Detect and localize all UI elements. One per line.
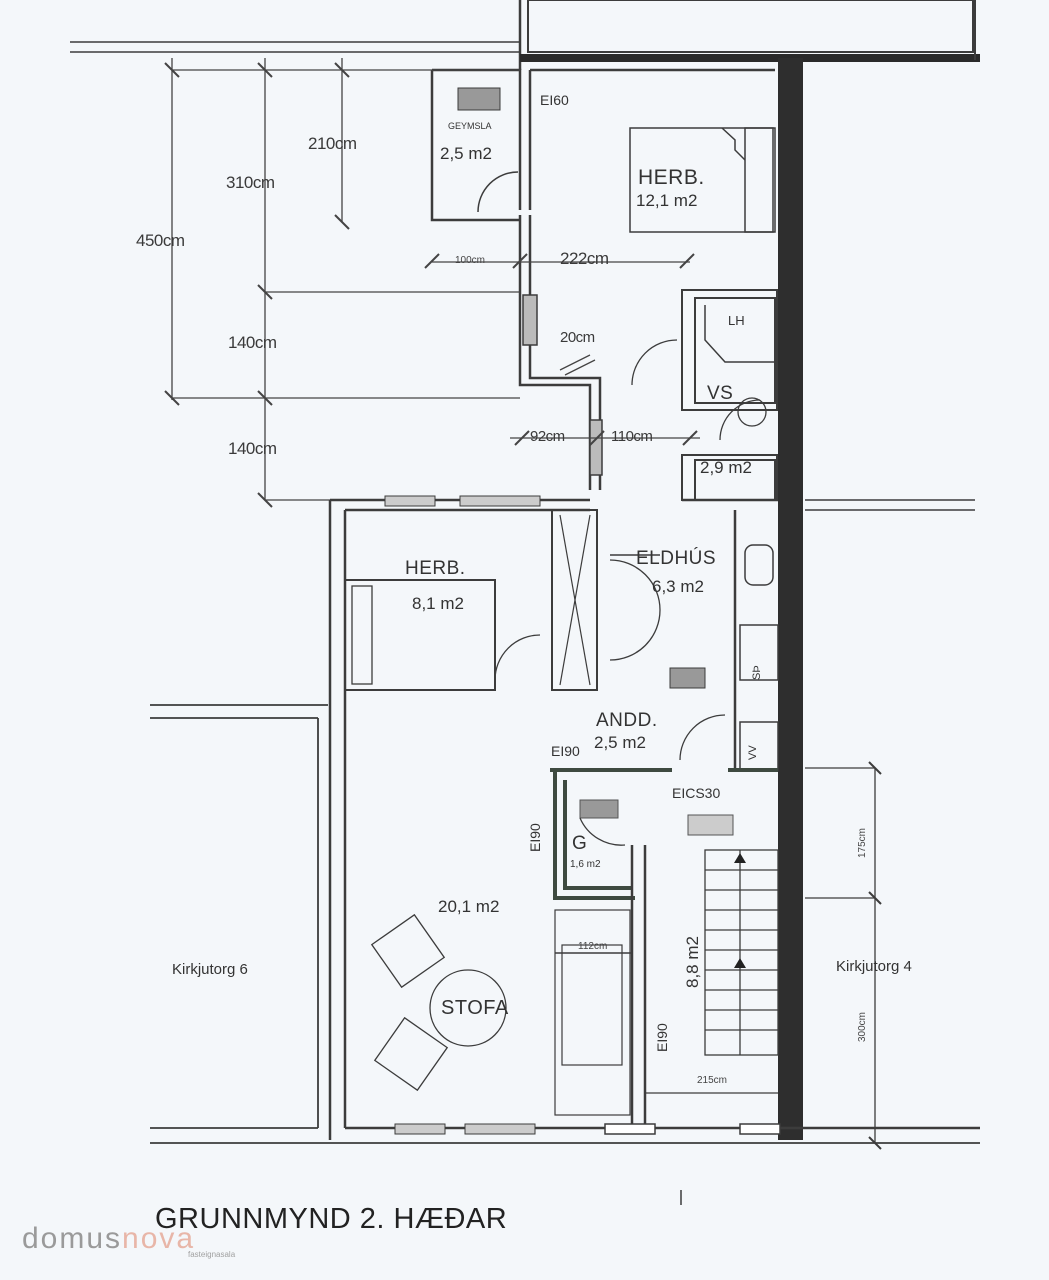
dim-450: 450cm	[136, 231, 185, 250]
fire-rating-ei90-g: EI90	[527, 823, 543, 852]
dim-215: 215cm	[697, 1075, 728, 1086]
dim-222: 222cm	[560, 249, 609, 268]
dim-175: 175cm	[857, 827, 868, 858]
room-eldhus-name: ELDHÚS	[636, 548, 717, 569]
room-stigi-area: 8,8 m2	[683, 936, 702, 988]
room-herb-2-area: 8,1 m2	[412, 594, 464, 613]
room-bad-area: 2,9 m2	[700, 458, 752, 477]
fixture-sink-label: SÞ	[751, 665, 763, 680]
room-geymsla-area: 2,5 m2	[440, 144, 492, 163]
dimension-lines	[164, 58, 700, 508]
room-bad-name: VS	[707, 383, 734, 404]
fire-rating-ei90-andd: EI90	[551, 743, 580, 759]
room-andd-area: 2,5 m2	[594, 733, 646, 752]
dim-110: 110cm	[611, 428, 653, 445]
neighbour-right-label: Kirkjutorg 4	[836, 958, 912, 975]
room-andd-name: ANDD.	[596, 710, 658, 731]
fixture-shower-label: LH	[728, 313, 745, 328]
room-herb-1-name: HERB.	[638, 166, 705, 189]
room-stofa-name: STOFA	[441, 997, 509, 1019]
fire-rating-eics30: EICS30	[672, 785, 721, 801]
upper-walls	[430, 68, 775, 490]
dim-112: 112cm	[578, 941, 608, 952]
dim-140-a: 140cm	[228, 333, 277, 352]
dim-92: 92cm	[530, 428, 565, 445]
g-room	[550, 768, 778, 900]
brand-tagline: fasteignasala	[188, 1250, 236, 1259]
room-name: GEYMSLA	[448, 121, 492, 131]
stairs	[645, 849, 779, 1094]
room-herb-2-name: HERB.	[405, 558, 466, 579]
dim-210: 210cm	[308, 134, 357, 153]
dim-300: 300cm	[857, 1011, 868, 1042]
room-eldhus-area: 6,3 m2	[652, 577, 704, 596]
herb-2-walls	[344, 509, 661, 691]
room-herb-1-area: 12,1 m2	[636, 191, 698, 210]
brand-name-part2: nova	[122, 1222, 196, 1255]
brand-name-part1: domus	[22, 1222, 123, 1255]
right-dimension-lines	[805, 761, 882, 1150]
neighbour-left-label: Kirkjutorg 6	[172, 961, 248, 978]
dim-20: 20cm	[560, 329, 595, 346]
room-g-name: G	[572, 833, 588, 854]
dim-100: 100cm	[455, 255, 486, 266]
bed-herb-1	[629, 127, 776, 233]
room-g-area: 1,6 m2	[570, 859, 601, 870]
fire-rating-ei90-stair: EI90	[654, 1023, 670, 1052]
left-neighbour-outline	[150, 704, 980, 1144]
plan-title: GRUNNMYND 2. HÆÐAR	[155, 1203, 508, 1235]
dim-140-b: 140cm	[228, 439, 277, 458]
room-stofa-area: 20,1 m2	[438, 897, 500, 916]
wardrobe	[554, 909, 632, 1116]
fixture-ww-label: VV	[747, 745, 759, 760]
stofa-furniture	[370, 913, 507, 1092]
fire-rating-ei60: EI60	[540, 92, 569, 108]
brand-logo: domusnova	[22, 1222, 195, 1256]
upper-building-outline	[70, 0, 980, 70]
dim-310: 310cm	[226, 173, 275, 192]
party-wall	[778, 58, 803, 1140]
room-geymsla: GEYMSLA	[448, 122, 492, 131]
